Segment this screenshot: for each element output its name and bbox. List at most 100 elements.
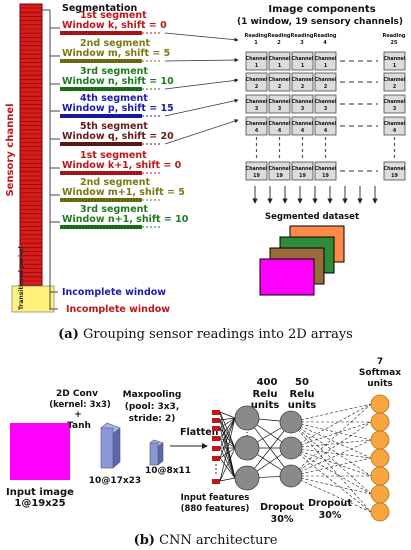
svg-text:1: 1 — [255, 63, 258, 69]
svg-text:Dropout: Dropout — [308, 498, 352, 509]
svg-text:Channel: Channel — [384, 77, 406, 83]
svg-text:1: 1 — [278, 63, 281, 69]
flatten-label: Flatten — [180, 427, 219, 438]
svg-text:4: 4 — [393, 128, 397, 134]
input-features-column — [212, 410, 220, 484]
svg-text:Channel: Channel — [384, 121, 406, 127]
svg-text:4: 4 — [301, 128, 305, 134]
svg-text:Channel: Channel — [292, 77, 314, 83]
reading-header-index: 25 — [391, 40, 398, 46]
svg-text:2: 2 — [255, 84, 258, 90]
segment-window: Window p, shift = 15 — [62, 103, 174, 114]
svg-text:+: + — [74, 410, 82, 420]
layer1-node — [234, 465, 260, 491]
svg-text:2D Conv: 2D Conv — [56, 389, 98, 399]
svg-text:(880 features): (880 features) — [181, 504, 250, 514]
reading-header-index: 3 — [300, 40, 304, 46]
reading-header-index: 4 — [323, 40, 327, 46]
segment-window: Window q, shift = 20 — [62, 131, 174, 142]
transitional-period-label: Transitional period — [18, 246, 25, 310]
svg-text:3: 3 — [278, 106, 281, 112]
segment-title: 2nd segment — [80, 177, 150, 188]
svg-text:Tanh: Tanh — [67, 421, 91, 431]
layer1-node — [234, 405, 260, 431]
svg-text:1: 1 — [393, 63, 396, 69]
dense-network — [219, 394, 390, 522]
segment-window: Window n+1, shift = 10 — [62, 214, 189, 225]
svg-text:Channel: Channel — [246, 121, 268, 127]
svg-text:Channel: Channel — [292, 99, 314, 105]
svg-text:1: 1 — [301, 63, 304, 69]
segment-title: 4th segment — [80, 93, 148, 104]
svg-text:units: units — [367, 379, 393, 389]
segment-window: Window m+1, shift = 5 — [62, 187, 185, 198]
svg-text:4: 4 — [255, 128, 259, 134]
svg-text:2: 2 — [278, 84, 281, 90]
svg-text:Channel: Channel — [269, 56, 291, 62]
reading-header-index: 1 — [254, 40, 258, 46]
image-components-subtitle: (1 window, 19 sensory channels) — [237, 17, 403, 27]
svg-text:400: 400 — [257, 377, 278, 388]
svg-text:Channel: Channel — [246, 77, 268, 83]
input-features-label: Input features(880 features) — [181, 493, 250, 514]
svg-text:4: 4 — [278, 128, 282, 134]
svg-text:stride: 2): stride: 2) — [129, 414, 176, 424]
softmax-node — [370, 502, 390, 522]
reading-header: Reading — [313, 33, 336, 39]
svg-text:Channel: Channel — [315, 77, 337, 83]
svg-text:Channel: Channel — [246, 166, 268, 172]
svg-text:Dropout: Dropout — [260, 502, 304, 513]
segment-title: 5th segment — [80, 121, 148, 132]
softmax-node — [370, 448, 390, 468]
svg-text:19: 19 — [322, 173, 329, 179]
svg-text:19: 19 — [391, 173, 398, 179]
segmentation-title: Segmentation — [62, 3, 137, 14]
cnn-architecture: Input image 1@19x25 2D Conv(kernel: 3x3)… — [6, 357, 401, 525]
incomplete-window-label: Incomplete window — [62, 287, 166, 298]
input-image-label: Input image — [6, 487, 74, 498]
svg-text:Channel: Channel — [384, 166, 406, 172]
layer2-node — [279, 464, 303, 488]
svg-text:19: 19 — [299, 173, 306, 179]
svg-text:Channel: Channel — [384, 56, 406, 62]
segmented-dataset-stack — [259, 225, 345, 296]
conv-layer-label: 2D Conv(kernel: 3x3)+Tanh — [49, 389, 111, 431]
svg-text:Relu: Relu — [252, 389, 277, 400]
maxpool-label: Maxpooling(pool: 3x3,stride: 2) — [123, 390, 182, 424]
reading-header: Reading — [267, 33, 290, 39]
svg-text:50: 50 — [295, 377, 309, 388]
image-components-title: Image components — [268, 4, 375, 15]
segment-window: Window k+1, shift = 0 — [62, 160, 182, 171]
layer2-node — [279, 410, 303, 434]
softmax-node — [370, 430, 390, 450]
svg-text:30%: 30% — [271, 514, 294, 525]
svg-text:2: 2 — [393, 84, 396, 90]
svg-text:7: 7 — [377, 357, 383, 367]
softmax-node — [370, 412, 390, 432]
pool-feature-map — [149, 439, 164, 466]
segment-window: Window m, shift = 5 — [62, 48, 170, 59]
svg-text:Channel: Channel — [269, 121, 291, 127]
input-image — [10, 423, 70, 480]
svg-text:Input features: Input features — [181, 493, 250, 503]
svg-text:3: 3 — [324, 106, 327, 112]
svg-text:19: 19 — [253, 173, 260, 179]
segment-title: 1st segment — [80, 150, 147, 161]
segment-window: Window n, shift = 10 — [62, 76, 174, 87]
segment-title: 1st segment — [80, 10, 147, 21]
svg-text:Channel: Channel — [315, 166, 337, 172]
svg-text:Channel: Channel — [292, 56, 314, 62]
svg-text:Maxpooling: Maxpooling — [123, 390, 182, 400]
svg-text:30%: 30% — [319, 510, 342, 521]
segmented-dataset-label: Segmented dataset — [265, 212, 359, 222]
